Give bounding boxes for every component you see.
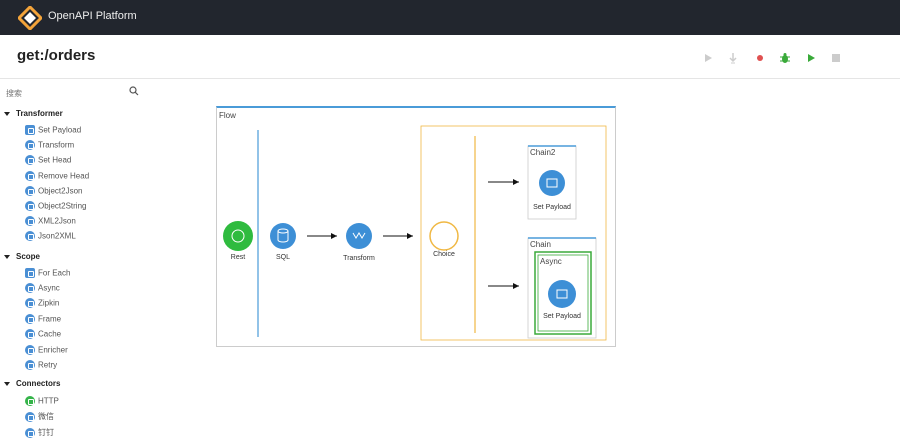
object2json-icon bbox=[25, 186, 35, 196]
for-each-icon bbox=[25, 268, 35, 278]
item-object2json[interactable]: Object2Json bbox=[25, 186, 82, 198]
set-payload-icon bbox=[556, 289, 568, 299]
item-enricher[interactable]: Enricher bbox=[25, 345, 68, 357]
component-palette: Transformer Set Payload Transform Set He… bbox=[0, 80, 145, 442]
app-title: OpenAPI Platform bbox=[48, 10, 137, 22]
step-down-icon[interactable] bbox=[727, 52, 739, 64]
item-zipkin[interactable]: Zipkin bbox=[25, 298, 59, 310]
zipkin-icon bbox=[25, 298, 35, 308]
page-title: get:/orders bbox=[17, 47, 96, 64]
item-set-head[interactable]: Set Head bbox=[25, 155, 71, 167]
item-xml2json[interactable]: XML2Json bbox=[25, 216, 76, 228]
transform-icon bbox=[352, 232, 366, 239]
chain2-set-payload-node[interactable] bbox=[539, 170, 565, 196]
flow-canvas[interactable]: Flow Rest SQL Transform Choice Chain2 Se… bbox=[216, 106, 616, 347]
chain-node-label: Set Payload bbox=[543, 313, 581, 320]
sql-label: SQL bbox=[275, 254, 290, 261]
choice-node[interactable] bbox=[429, 221, 459, 251]
async-title: Async bbox=[540, 257, 562, 266]
play-icon[interactable] bbox=[702, 52, 714, 64]
breakpoint-icon[interactable] bbox=[754, 52, 766, 64]
search-input[interactable] bbox=[6, 86, 124, 100]
set-payload-icon bbox=[546, 178, 558, 188]
item-set-payload[interactable]: Set Payload bbox=[25, 125, 81, 137]
remove-head-icon bbox=[25, 171, 35, 181]
flow-diagram bbox=[223, 125, 607, 341]
async-icon bbox=[25, 283, 35, 293]
frame-icon bbox=[25, 314, 35, 324]
wechat-icon bbox=[25, 411, 35, 422]
item-retry[interactable]: Retry bbox=[25, 360, 57, 372]
item-cache[interactable]: Cache bbox=[25, 329, 61, 341]
run-icon[interactable] bbox=[805, 52, 817, 64]
platform-logo bbox=[18, 6, 42, 30]
chain2-node-label: Set Payload bbox=[533, 204, 571, 211]
item-wechat[interactable]: 微信 bbox=[25, 411, 54, 423]
set-head-icon bbox=[25, 155, 35, 165]
page-header: get:/orders bbox=[0, 35, 900, 79]
http-icon bbox=[25, 396, 35, 406]
item-frame[interactable]: Frame bbox=[25, 314, 61, 326]
top-navbar: OpenAPI Platform bbox=[0, 0, 900, 35]
object2string-icon bbox=[25, 201, 35, 211]
choice-label: Choice bbox=[433, 251, 455, 258]
item-for-each[interactable]: For Each bbox=[25, 268, 70, 280]
set-payload-icon bbox=[25, 125, 35, 135]
group-transformer[interactable]: Transformer bbox=[4, 109, 63, 121]
chain-set-payload-node[interactable] bbox=[548, 280, 576, 308]
item-http[interactable]: HTTP bbox=[25, 396, 59, 408]
transform-icon bbox=[25, 140, 35, 150]
async-container[interactable] bbox=[534, 251, 592, 335]
rest-node[interactable] bbox=[223, 221, 253, 251]
cache-icon bbox=[25, 329, 35, 339]
sql-node[interactable] bbox=[270, 223, 296, 249]
item-json2xml[interactable]: Json2XML bbox=[25, 231, 76, 243]
xml2json-icon bbox=[25, 216, 35, 226]
stop-icon[interactable] bbox=[830, 52, 842, 64]
flow-title: Flow bbox=[219, 111, 236, 120]
json2xml-icon bbox=[25, 231, 35, 241]
search-icon[interactable] bbox=[129, 86, 139, 96]
chain2-title: Chain2 bbox=[530, 148, 556, 157]
enricher-icon bbox=[25, 345, 35, 355]
globe-icon bbox=[231, 229, 245, 243]
retry-icon bbox=[25, 360, 35, 370]
rest-label: Rest bbox=[230, 254, 246, 261]
item-transform[interactable]: Transform bbox=[25, 140, 74, 152]
transform-label: Transform bbox=[343, 255, 375, 262]
transform-node[interactable] bbox=[346, 223, 372, 249]
group-scope[interactable]: Scope bbox=[4, 252, 40, 264]
item-object2string[interactable]: Object2String bbox=[25, 201, 86, 213]
item-remove-head[interactable]: Remove Head bbox=[25, 171, 89, 183]
dingtalk-icon bbox=[25, 427, 35, 438]
chain-title: Chain bbox=[530, 240, 551, 249]
debug-bug-icon[interactable] bbox=[779, 52, 791, 64]
item-dingtalk[interactable]: 钉钉 bbox=[25, 427, 54, 439]
group-connectors[interactable]: Connectors bbox=[4, 379, 60, 391]
item-async[interactable]: Async bbox=[25, 283, 60, 295]
